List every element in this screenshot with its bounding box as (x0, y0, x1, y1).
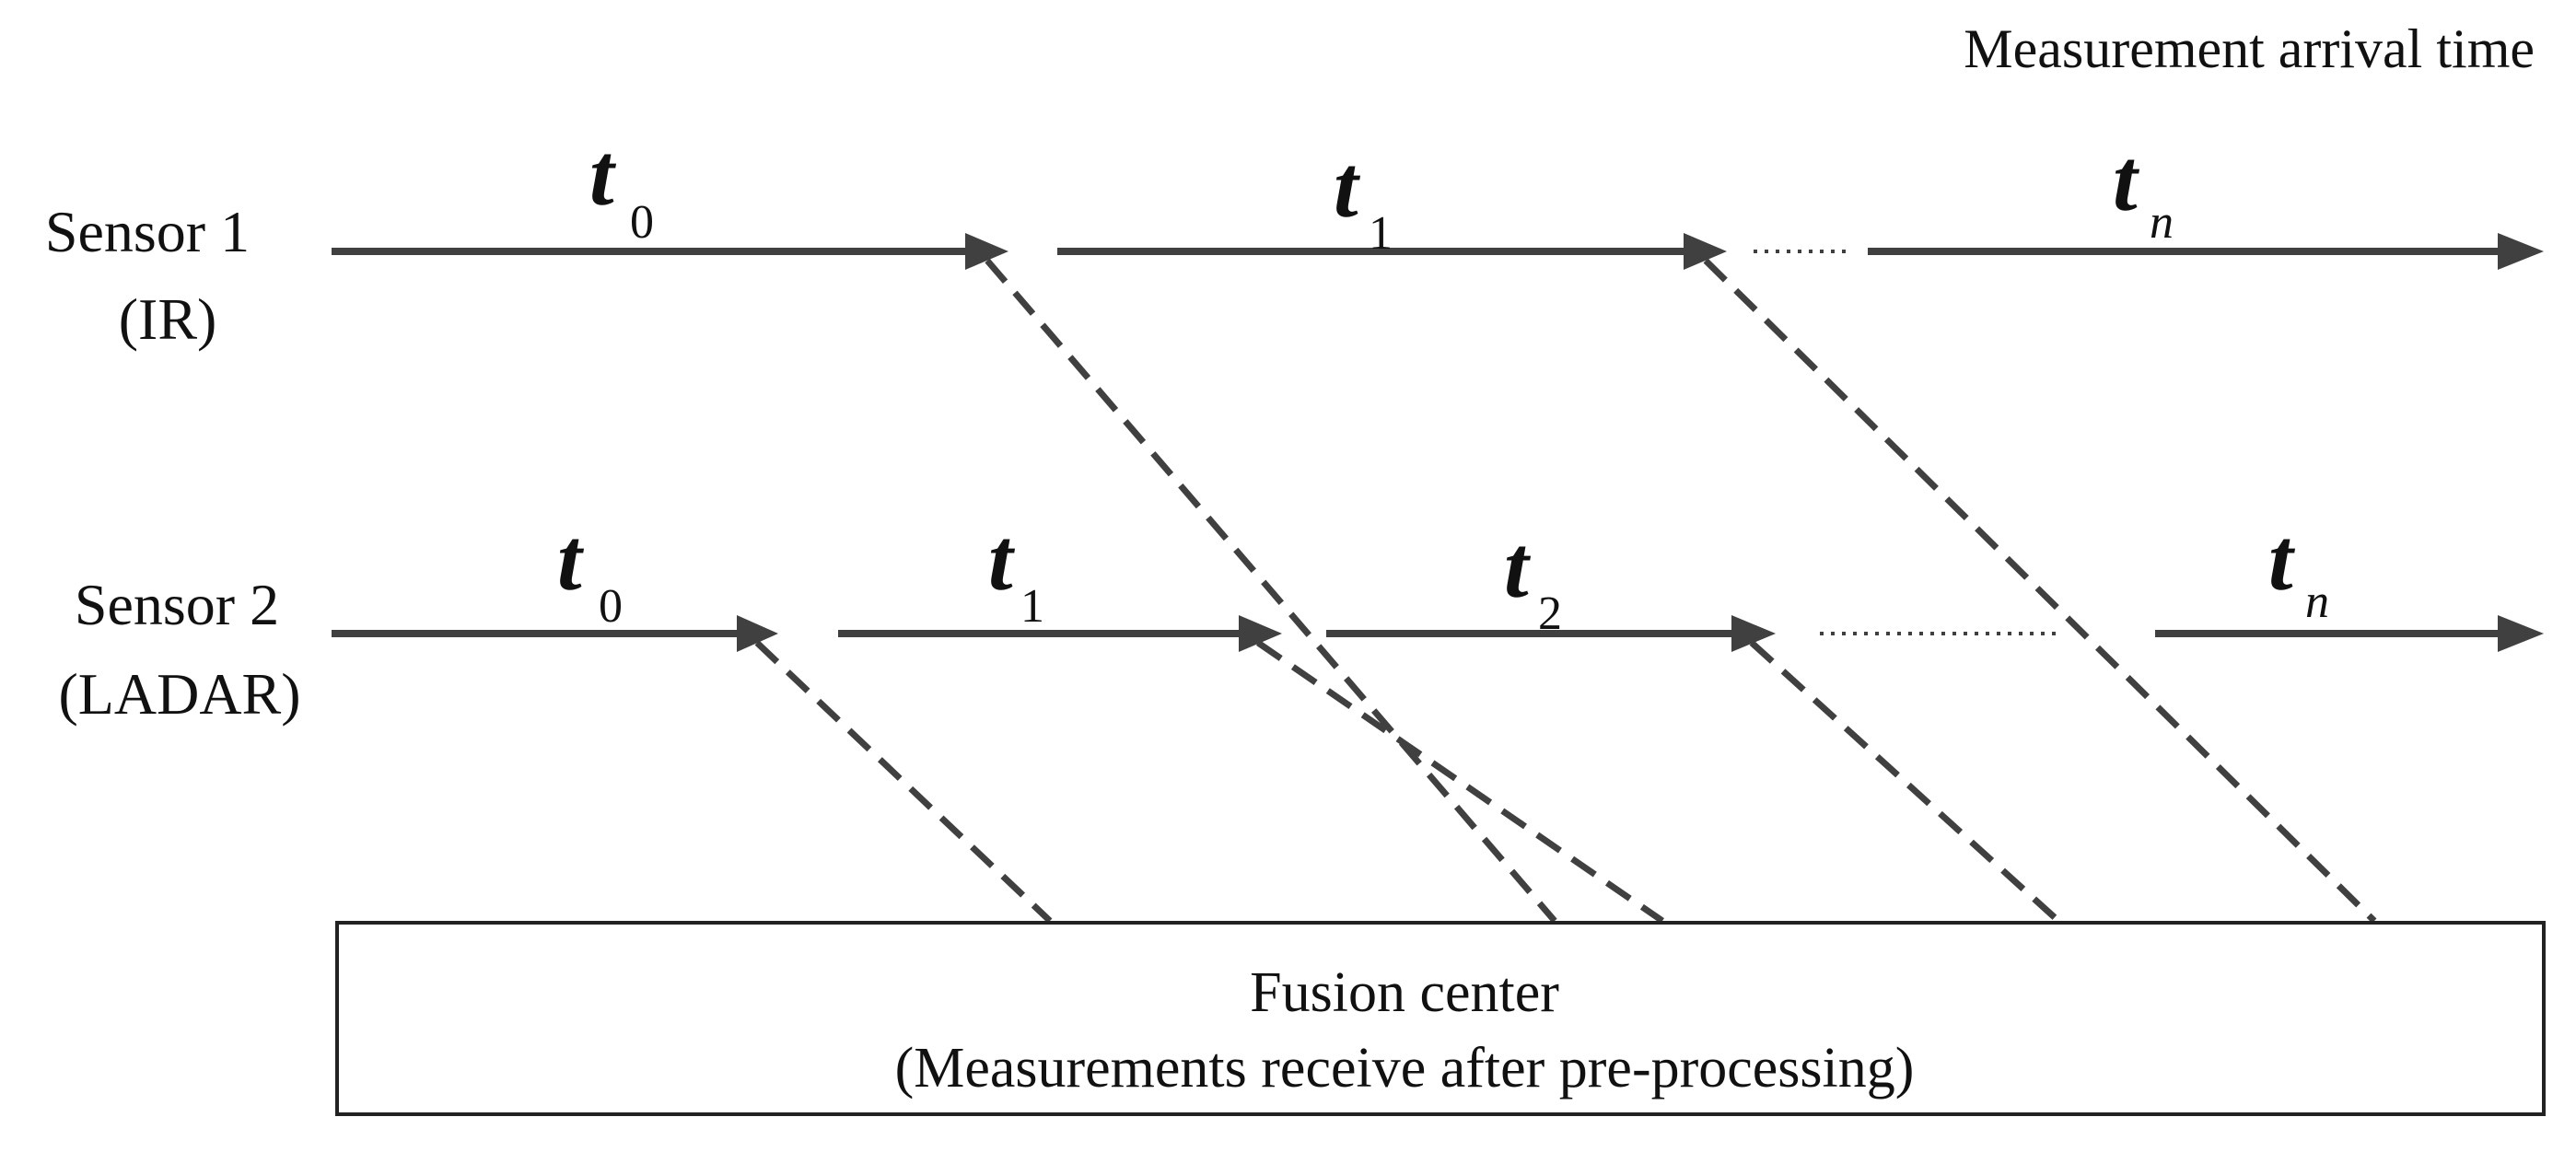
arrowhead-icon (737, 615, 778, 652)
sensor-1-t0-symbol: t (589, 125, 617, 224)
diagram-title: Measurement arrival time (1964, 18, 2535, 79)
sensor-2-interval-labels: t 0 t 1 t 2 t n (557, 510, 2329, 640)
sensor-1-timeline (332, 233, 2544, 270)
fusion-center: Fusion center (Measurements receive afte… (335, 921, 2546, 1116)
fusion-center-title: Fusion center (1250, 961, 1559, 1024)
sensor-1-t1-subscript: 1 (1369, 207, 1393, 260)
sensor-2-t2-symbol: t (1504, 518, 1532, 616)
sensor-2-t0-subscript: 0 (599, 580, 623, 633)
fusion-center-subtitle: (Measurements receive after pre-processi… (895, 1037, 1915, 1100)
transmission-lines (754, 258, 2377, 924)
sensor-1-t0-subscript: 0 (630, 196, 654, 249)
sensor-1-tn-symbol: t (2113, 131, 2140, 229)
sensor-1-tn-subscript: n (2150, 196, 2174, 249)
sensor-2-t2-transmission-line (1749, 640, 2061, 924)
sensor-2-t0-transmission-line (754, 640, 1053, 924)
sensor-1-type: (IR) (119, 286, 217, 352)
sensor-2-timeline (332, 615, 2544, 652)
arrowhead-icon (1731, 615, 1776, 652)
sensor-2-t2-subscript: 2 (1538, 588, 1562, 640)
sensor-1-t1-transmission-line (1703, 258, 2377, 924)
sensor-2-type: (LADAR) (58, 661, 300, 727)
sensor-2-tn-subscript: n (2305, 576, 2329, 628)
sensor-2-name: Sensor 2 (75, 572, 279, 637)
arrowhead-icon (2498, 615, 2544, 652)
sensor-1-name: Sensor 1 (45, 199, 250, 264)
sensor-1-t0-transmission-line (985, 258, 1557, 924)
sensor-2-t1-symbol: t (988, 510, 1016, 609)
sensor-2-t1-subscript: 1 (1020, 580, 1044, 633)
fusion-center-box (335, 921, 2546, 1116)
arrowhead-icon (965, 233, 1008, 270)
sensor-1-t1-symbol: t (1334, 137, 1361, 236)
arrowhead-icon (1239, 615, 1282, 652)
sensor-2-t0-symbol: t (557, 510, 585, 609)
sensor-1-interval-labels: t 0 t 1 t n (589, 125, 2174, 260)
sensor-2-tn-symbol: t (2268, 510, 2296, 609)
arrowhead-icon (1684, 233, 1727, 270)
sensor-2-t1-transmission-line (1256, 640, 1664, 924)
arrowhead-icon (2498, 233, 2544, 270)
